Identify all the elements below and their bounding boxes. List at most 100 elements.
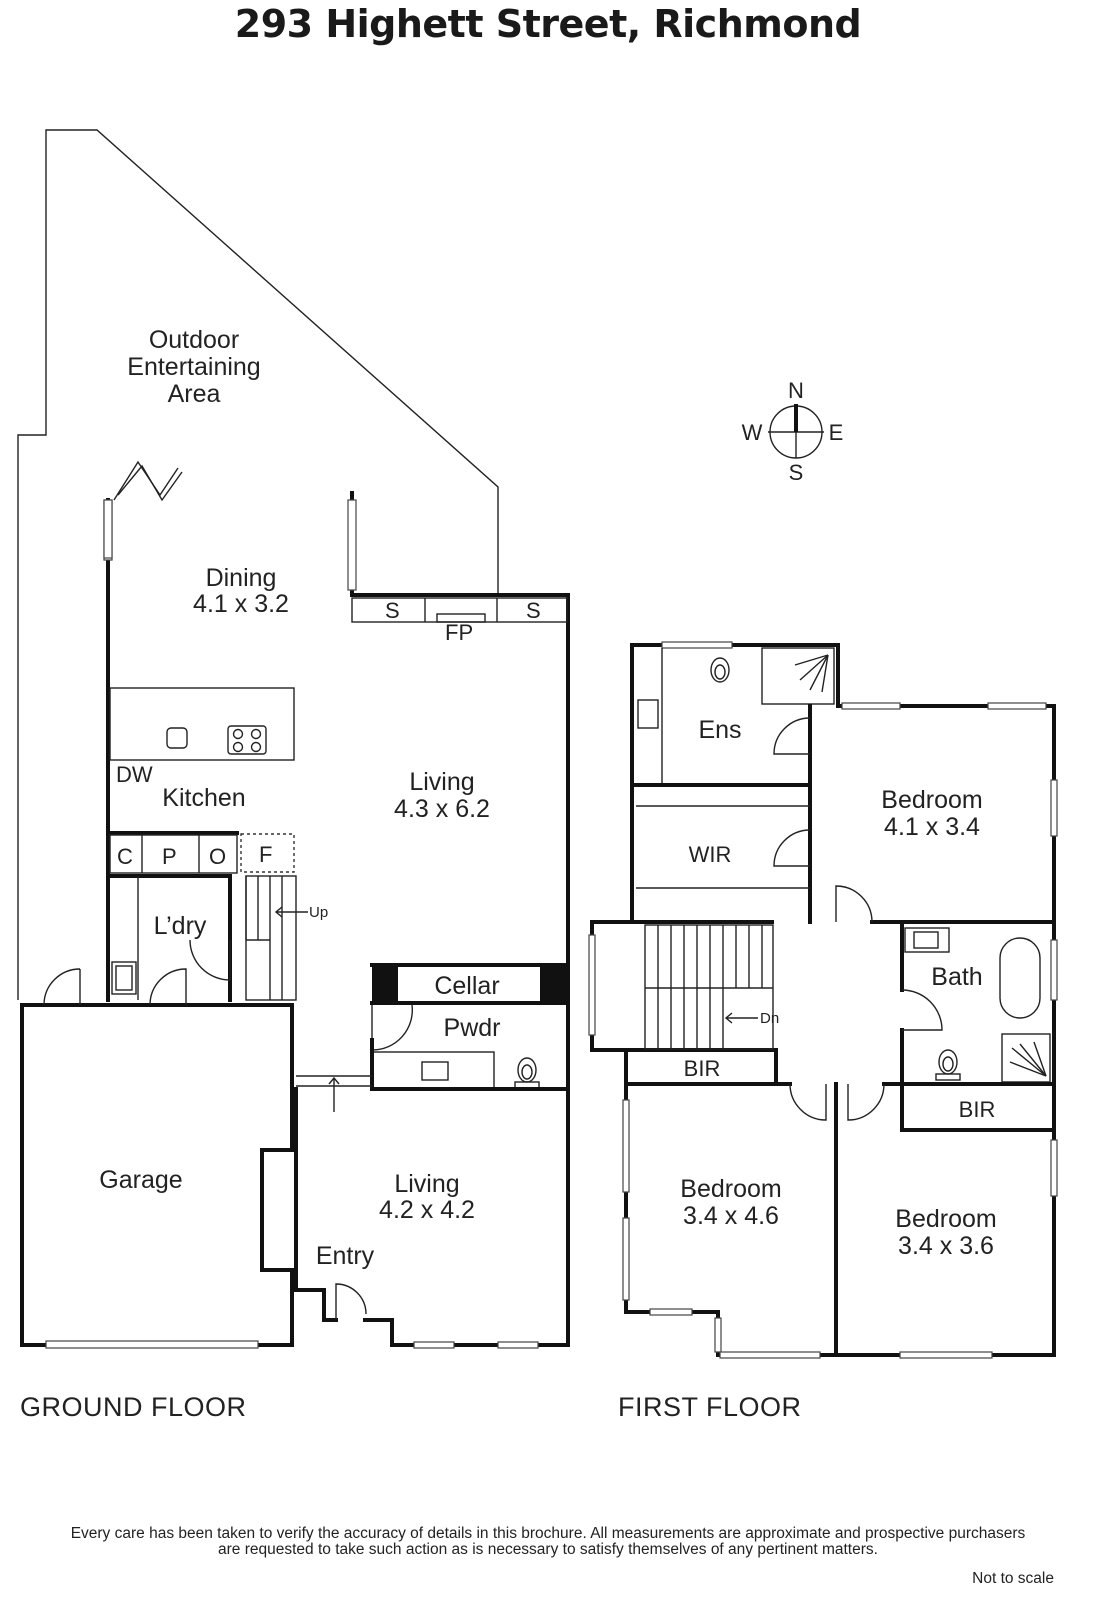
compass-s: S <box>789 460 804 485</box>
cooktop <box>227 725 267 755</box>
stair-first <box>644 924 774 1050</box>
east-wall <box>363 593 570 1347</box>
dw-label: DW <box>116 762 153 787</box>
ens-toilet <box>710 657 730 683</box>
dn-arrow-head <box>724 1012 733 1024</box>
laundry-tub <box>111 961 137 995</box>
bed2-label: Bedroom <box>680 1175 781 1203</box>
bath-shower-spray <box>1009 1041 1047 1077</box>
bir2-label: BIR <box>959 1097 996 1122</box>
bir1-label: BIR <box>684 1056 721 1081</box>
ens-shower-spray <box>794 654 829 693</box>
bath-vanity <box>904 927 950 953</box>
living-front-label: Living <box>394 1170 459 1198</box>
first-floor-label: FIRST FLOOR <box>618 1392 802 1422</box>
ens-shower <box>761 647 835 705</box>
f-label: F <box>259 842 272 867</box>
pwdr-label: Pwdr <box>444 1014 501 1042</box>
bed3-window-1 <box>1050 1139 1058 1197</box>
bifold-door-2 <box>117 464 183 502</box>
bed1-window-2 <box>987 702 1047 710</box>
outdoor-label-3: Area <box>168 380 221 408</box>
bed1-door <box>835 885 873 923</box>
living-main-label: Living <box>409 768 474 796</box>
outdoor-label-1: Outdoor <box>149 326 239 354</box>
ground-floor-label: GROUND FLOOR <box>20 1392 247 1422</box>
disclaimer-line-1: Every care has been taken to verify the … <box>70 1525 1026 1542</box>
up-arrow-head <box>274 906 283 918</box>
living-window-north <box>347 499 357 591</box>
bath-label: Bath <box>931 963 982 991</box>
pwdr-door-swing <box>371 1004 414 1051</box>
dining-dim: 4.1 x 3.2 <box>193 590 289 618</box>
burner-3 <box>232 741 244 753</box>
stair-window <box>588 934 596 1036</box>
disclaimer-line-2: are requested to take such action as is … <box>218 1541 878 1558</box>
bed3-window-2 <box>899 1351 993 1359</box>
cellar-block-left <box>372 965 398 1003</box>
o-label: O <box>209 844 226 869</box>
bed2-door <box>789 1083 827 1121</box>
bed1-window-side <box>1050 779 1058 837</box>
bed2-window-1 <box>622 1099 630 1193</box>
bed3-door <box>847 1083 885 1121</box>
garage-label: Garage <box>99 1166 182 1194</box>
dining-label: Dining <box>206 564 277 592</box>
pwdr-basin <box>421 1061 449 1081</box>
ens-top-window <box>661 641 733 649</box>
ens-toilet-inner <box>714 664 726 680</box>
pantry-row <box>109 834 238 874</box>
bed2-window-4 <box>714 1317 722 1353</box>
first-floor-plan: Dn <box>588 378 1058 1359</box>
garage-door <box>45 1340 259 1349</box>
ens-vanity <box>637 699 659 729</box>
stair-ground <box>245 875 297 1001</box>
front-window-2 <box>497 1341 539 1349</box>
passage-arrow-head <box>328 1076 340 1085</box>
dining-window <box>103 499 113 559</box>
bath-toilet-inner <box>942 1056 954 1072</box>
s-label-1: S <box>385 598 400 623</box>
bath-cistern <box>935 1073 961 1081</box>
bed3-label: Bedroom <box>895 1205 996 1233</box>
burner-2 <box>250 728 262 740</box>
bifold-door <box>113 460 179 501</box>
fridge-space <box>240 833 295 873</box>
bath-door <box>901 989 943 1031</box>
compass-icon: N S W E <box>742 378 844 485</box>
bed2-window-5 <box>719 1351 821 1359</box>
front-living-wall <box>294 1087 338 1322</box>
laundry-door-swing <box>189 939 231 981</box>
bed1-label: Bedroom <box>881 786 982 814</box>
bed3-dim: 3.4 x 3.6 <box>898 1232 994 1260</box>
living-main-dim: 4.3 x 6.2 <box>394 795 490 823</box>
ground-floor-plan: S S FP C P O F Up <box>17 129 570 1349</box>
bed2-window-3 <box>649 1308 693 1316</box>
dn-label: Dn <box>760 1010 779 1027</box>
bed1-window-1 <box>841 702 901 710</box>
laundry-label: L’dry <box>154 912 207 940</box>
laundry-garage-door <box>149 968 187 1006</box>
laundry-tub-inner <box>115 965 133 991</box>
stair-treads <box>657 925 763 1049</box>
fireplace <box>436 613 486 623</box>
compass-n: N <box>788 378 804 403</box>
kitchen-bench <box>109 687 295 761</box>
outdoor-boundary <box>17 129 499 1000</box>
bath-basin <box>913 931 939 949</box>
fp-label: FP <box>445 620 473 645</box>
not-to-scale-note: Not to scale <box>972 1570 1054 1587</box>
bathtub <box>999 937 1041 1019</box>
cellar-block-right <box>540 965 568 1003</box>
garage-side-door <box>43 968 81 1006</box>
kitchen-label: Kitchen <box>162 784 245 812</box>
bath-window <box>1050 939 1058 1001</box>
up-label: Up <box>309 904 328 921</box>
outdoor-label-2: Entertaining <box>127 353 260 381</box>
bed2-dim: 3.4 x 4.6 <box>683 1202 779 1230</box>
compass-e: E <box>829 420 844 445</box>
ens-label: Ens <box>698 716 741 744</box>
burner-4 <box>250 741 262 753</box>
cellar-label: Cellar <box>434 972 499 1000</box>
